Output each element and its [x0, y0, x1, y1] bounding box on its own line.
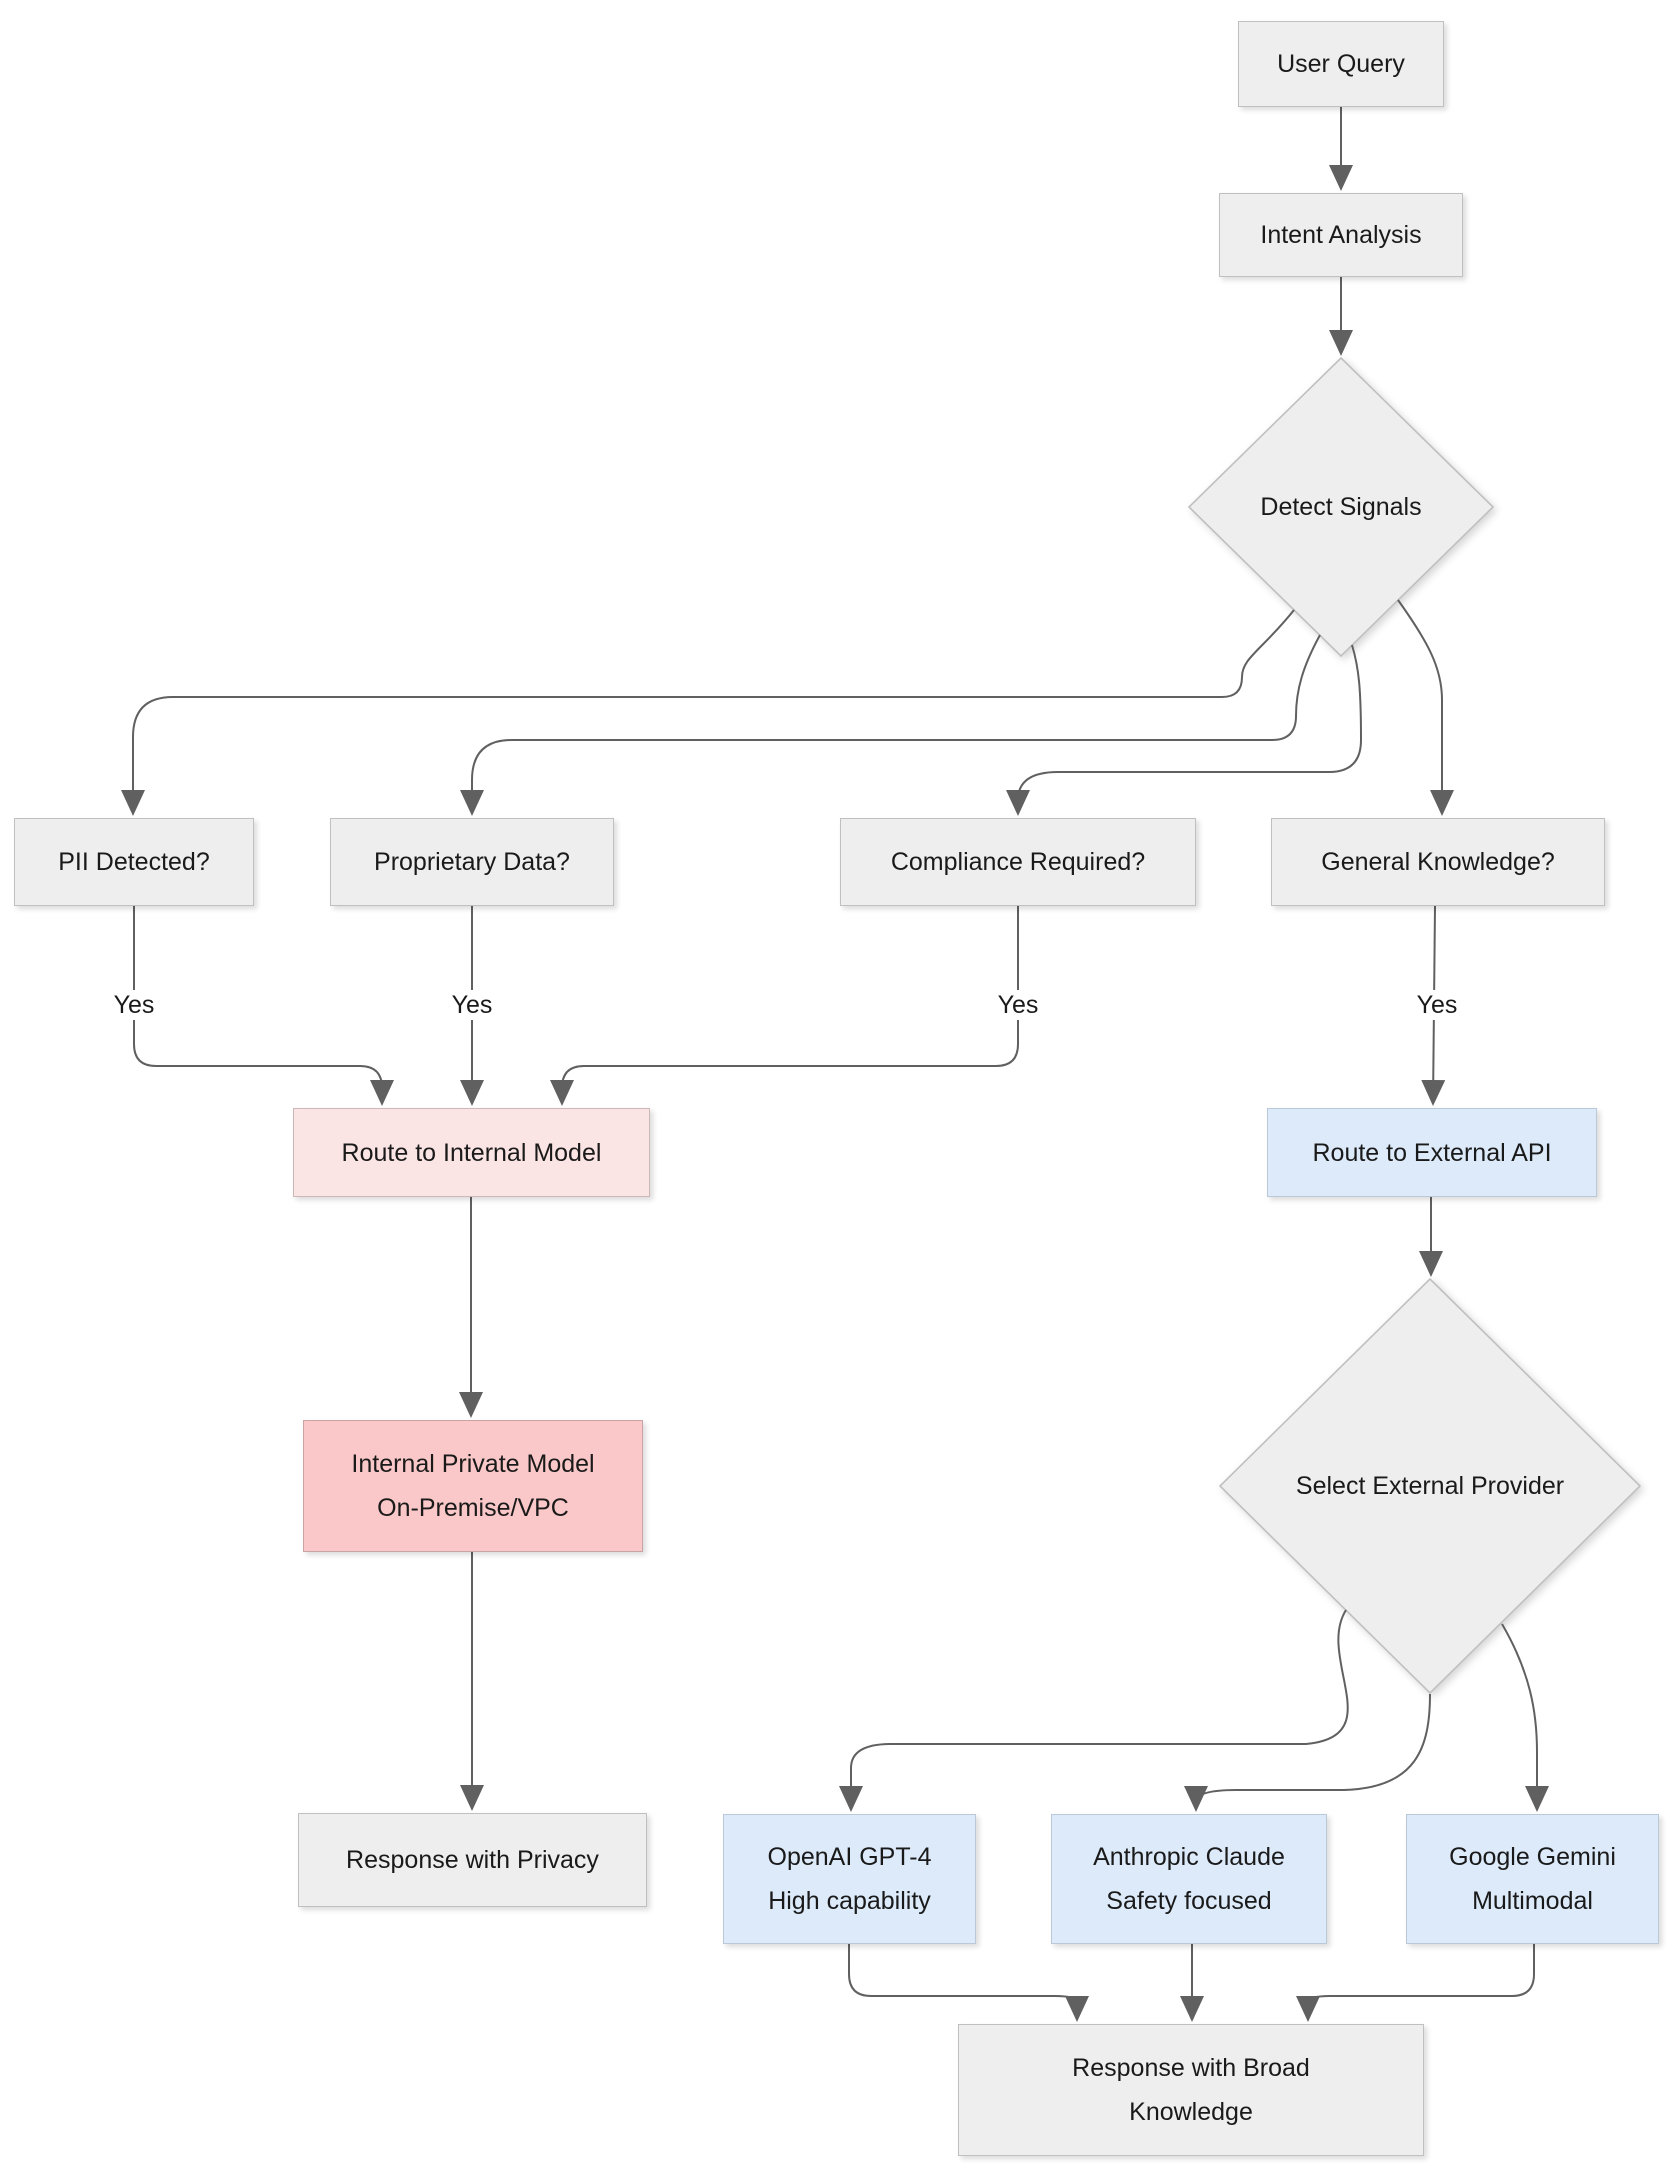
select-provider-diamond: [1218, 1277, 1642, 1695]
edge-label-yes-compliance: Yes: [988, 990, 1048, 1020]
edge-detect-signals-to-pii: [121, 609, 1295, 816]
node-label: User Query: [1277, 50, 1405, 78]
node-response-broad-knowledge: Response with Broad Knowledge: [958, 2024, 1424, 2156]
edge-label-yes-pii: Yes: [104, 990, 164, 1020]
node-general-knowledge: General Knowledge?: [1271, 818, 1605, 906]
node-openai-gpt4: OpenAI GPT-4 High capability: [723, 1814, 976, 1944]
node-label-line1: Google Gemini: [1449, 1843, 1616, 1871]
edge-detect-signals-to-general: [1397, 599, 1454, 816]
node-label-line1: Response with Broad: [1072, 2054, 1310, 2082]
node-label: Detect Signals: [1260, 493, 1422, 521]
node-label: Intent Analysis: [1260, 221, 1422, 249]
edge-select-provider-to-openai: [839, 1609, 1349, 1812]
node-route-external-api: Route to External API: [1267, 1108, 1597, 1197]
node-compliance-required: Compliance Required?: [840, 818, 1196, 906]
node-label-line2: Knowledge: [1129, 2098, 1253, 2126]
node-label: General Knowledge?: [1321, 848, 1555, 876]
node-label: Response with Privacy: [346, 1846, 599, 1874]
node-response-with-privacy: Response with Privacy: [298, 1813, 647, 1907]
edge-pii-yes-to-route-internal: [133, 906, 394, 1106]
detect-signals-diamond: [1187, 356, 1495, 658]
node-pii-detected: PII Detected?: [14, 818, 254, 906]
node-label: Proprietary Data?: [374, 848, 570, 876]
node-label: Route to Internal Model: [341, 1138, 602, 1167]
edge-label-yes-proprietary: Yes: [442, 990, 502, 1020]
node-label: Compliance Required?: [890, 848, 1146, 876]
node-google-gemini: Google Gemini Multimodal: [1406, 1814, 1659, 1944]
edge-detect-signals-to-compliance: [1006, 644, 1363, 816]
node-label-line1: Internal Private Model: [351, 1450, 595, 1478]
node-select-external-provider: Select External Provider: [1230, 1466, 1630, 1506]
node-proprietary-data: Proprietary Data?: [330, 818, 614, 906]
node-label-line2: Multimodal: [1472, 1887, 1593, 1915]
node-label-line1: Anthropic Claude: [1093, 1843, 1285, 1871]
node-anthropic-claude: Anthropic Claude Safety focused: [1051, 1814, 1327, 1944]
edge-compliance-yes-to-route-internal: [550, 906, 1019, 1106]
node-label-line2: High capability: [768, 1887, 931, 1915]
node-label: PII Detected?: [58, 848, 210, 876]
edge-google-to-response-broad: [1296, 1944, 1535, 2022]
node-label-line2: On-Premise/VPC: [377, 1494, 569, 1522]
edge-select-provider-to-google: [1501, 1623, 1549, 1812]
edge-select-provider-to-anthropic: [1184, 1693, 1431, 1812]
node-label: Route to External API: [1312, 1138, 1552, 1167]
node-label: Select External Provider: [1295, 1472, 1565, 1500]
node-route-internal-model: Route to Internal Model: [293, 1108, 650, 1197]
node-label-line1: OpenAI GPT-4: [767, 1843, 932, 1871]
node-detect-signals: Detect Signals: [1181, 487, 1501, 527]
node-label-line2: Safety focused: [1106, 1887, 1272, 1915]
edge-openai-to-response-broad: [848, 1944, 1089, 2022]
node-user-query: User Query: [1238, 21, 1444, 107]
edge-label-yes-general: Yes: [1407, 990, 1467, 1020]
node-intent-analysis: Intent Analysis: [1219, 193, 1463, 277]
edge-detect-signals-to-proprietary: [460, 634, 1321, 816]
node-internal-private-model: Internal Private Model On-Premise/VPC: [303, 1420, 643, 1552]
